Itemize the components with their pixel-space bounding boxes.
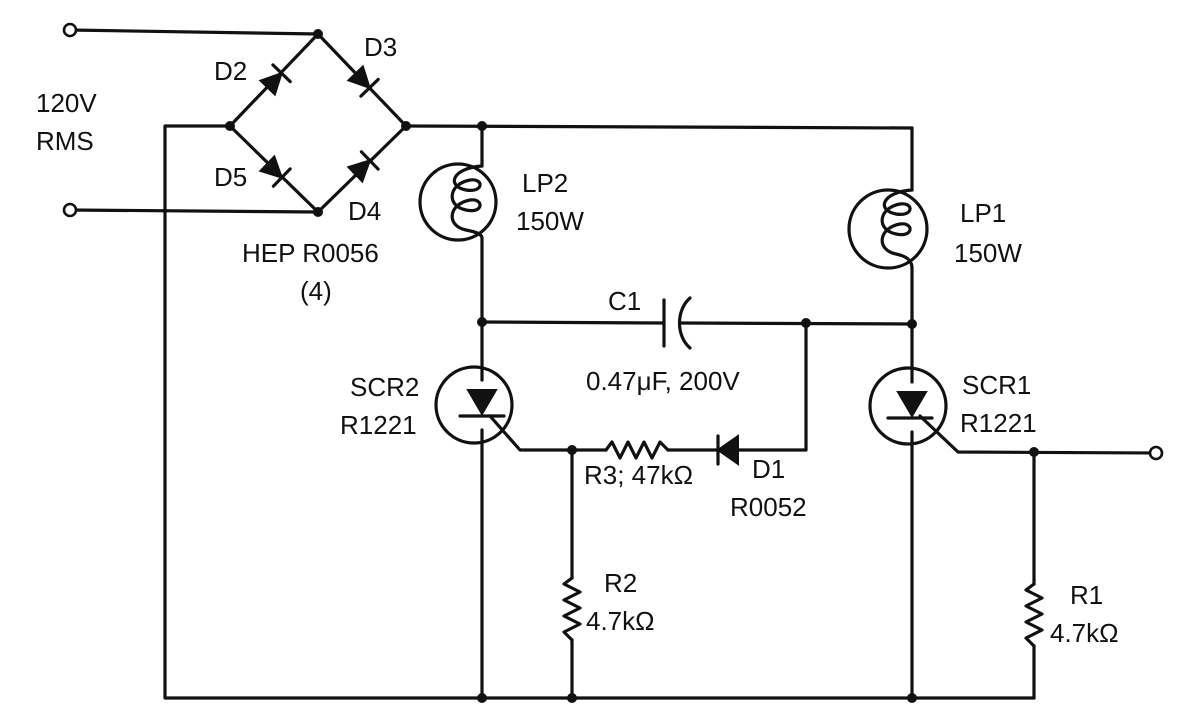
resistor-r3-icon <box>604 440 670 460</box>
trigger-input-terminal <box>1148 445 1164 461</box>
d1-to-c1-wire <box>734 321 808 452</box>
source-rms-label: RMS <box>36 126 94 156</box>
c1-value-label: 0.47μF, 200V <box>586 366 740 396</box>
lp1-name-label: LP1 <box>960 198 1006 228</box>
lp2-name-label: LP2 <box>522 168 568 198</box>
scr2-gate-wire <box>488 414 608 452</box>
bridge-diodes <box>258 63 380 188</box>
capacitor-c1-icon <box>662 296 692 350</box>
diode-d3 <box>346 64 380 98</box>
ground-rail <box>163 124 1036 700</box>
bridge-qty-label: (4) <box>300 276 332 306</box>
r2-value-label: 4.7kΩ <box>586 606 655 636</box>
lp2-rating-label: 150W <box>516 206 584 236</box>
d3-label: D3 <box>364 32 397 62</box>
ac-input-top-wire <box>68 28 320 36</box>
source-voltage-label: 120V <box>36 88 97 118</box>
scr1-gate-wire <box>918 414 1156 455</box>
ac-input-terminal-top <box>62 22 78 38</box>
d2-label: D2 <box>214 56 247 86</box>
d5-label: D5 <box>214 162 247 192</box>
scr2-icon <box>434 365 514 445</box>
r2-name-label: R2 <box>604 568 637 598</box>
lamp-lp1-icon <box>847 188 929 270</box>
d4-label: D4 <box>348 196 381 226</box>
scr1-icon <box>868 366 948 446</box>
lamp-lp2-icon <box>418 162 498 242</box>
diode-d4 <box>346 150 380 184</box>
c1-name-label: C1 <box>608 286 641 316</box>
scr2-part-label: R1221 <box>340 410 417 440</box>
c1-right-wire <box>680 321 914 326</box>
diode-d2 <box>258 63 292 97</box>
resistor-r2-icon <box>562 576 582 642</box>
r1-name-label: R1 <box>1070 580 1103 610</box>
diode-d1-icon <box>716 434 739 466</box>
lp1-rating-label: 150W <box>954 238 1022 268</box>
scr2-name-label: SCR2 <box>350 372 419 402</box>
ac-input-terminal-bottom <box>62 202 78 218</box>
scr1-part-label: R1221 <box>960 408 1037 438</box>
wiring <box>68 28 1156 700</box>
resistor-r1-icon <box>1024 582 1044 648</box>
diode-d5 <box>258 154 292 188</box>
bridge-part-label: HEP R0056 <box>242 238 379 268</box>
positive-rail <box>404 124 914 130</box>
c1-left-wire <box>480 320 666 325</box>
d1-name-label: D1 <box>752 454 785 484</box>
r1-value-label: 4.7kΩ <box>1050 618 1119 648</box>
d1-part-label: R0052 <box>730 492 807 522</box>
scr1-name-label: SCR1 <box>962 370 1031 400</box>
junction-dots <box>225 29 1039 703</box>
ac-input-bottom-wire <box>68 208 320 214</box>
r3-label: R3; 47kΩ <box>584 460 693 490</box>
